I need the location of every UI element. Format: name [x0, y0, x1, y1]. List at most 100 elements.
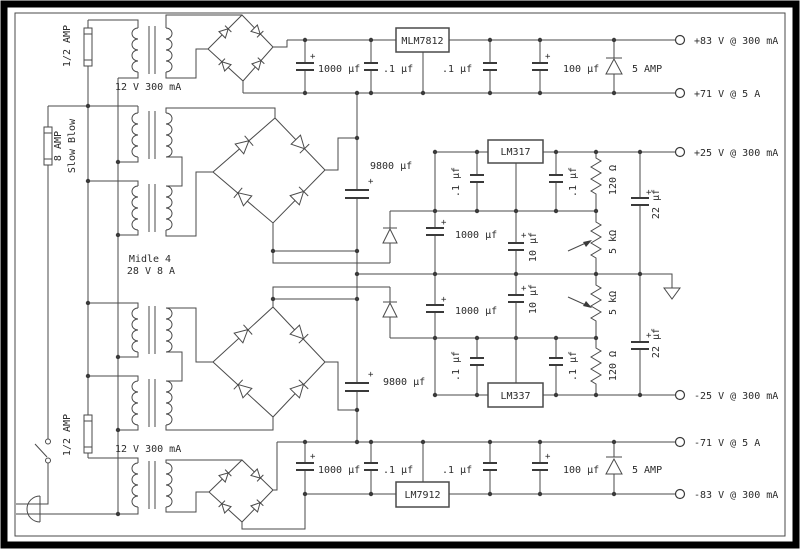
- filter-column: 9800 µf 9800 µf + +: [345, 93, 425, 442]
- pot-wiper-top: [567, 240, 592, 252]
- polarity-plus: +: [441, 218, 447, 228]
- regulator-lm317-label: LM317: [500, 147, 530, 158]
- transformer-3: [88, 171, 213, 237]
- polarity-plus: +: [521, 231, 527, 241]
- regulator-7912-label: LM7912: [404, 490, 440, 501]
- polarity-plus: +: [545, 452, 551, 462]
- terminal-71p: [674, 87, 686, 99]
- bridge-rectifier-2: [212, 117, 390, 264]
- fuse-8amp: [43, 126, 53, 166]
- transformer-bottom-rating: 12 V 300 mA: [115, 444, 181, 455]
- diode-lm317: [382, 211, 398, 263]
- output-label-25p: +25 V @ 300 mA: [694, 148, 778, 159]
- fuse-8amp-label: 8 AMP: [53, 131, 64, 161]
- junction-dots: [85, 37, 643, 517]
- regulator-7812-label: MLM7812: [401, 36, 443, 47]
- pot-label: 5 kΩ: [608, 291, 619, 315]
- polarity-plus: +: [310, 52, 316, 62]
- fuse-half-amp-top: [83, 27, 93, 67]
- terminal-25p: [674, 146, 686, 158]
- bridge-rectifier-4: [208, 442, 306, 530]
- bottom-rail-section: LM7912 1000 µf .1 µf .1 µf 100 µf 5 AMP …: [277, 441, 676, 508]
- cap-label: .1 µf: [568, 167, 579, 197]
- fuse-half-top-label: 1/2 AMP: [62, 25, 73, 67]
- cap-label: .1 µf: [451, 167, 462, 197]
- cap-label: 9800 µf: [370, 161, 412, 172]
- common-rail: [357, 273, 681, 300]
- ac-plug-icon: [26, 495, 41, 523]
- fuse-half-amp-bottom: [83, 414, 93, 454]
- transformer-1: [88, 14, 242, 79]
- polarity-plus: +: [521, 284, 527, 294]
- cap-label: 100 µf: [563, 64, 599, 75]
- cap-label: 100 µf: [563, 465, 599, 476]
- polarity-plus: +: [310, 452, 316, 462]
- polarity-plus: +: [368, 370, 374, 380]
- terminal-25n: [674, 389, 686, 401]
- transformer-6: [88, 457, 242, 515]
- bridge-rectifier-1: [207, 14, 288, 93]
- polarity-plus: +: [368, 177, 374, 187]
- output-label-83p: +83 V @ 300 mA: [694, 36, 778, 47]
- resistor-120-top: [590, 152, 602, 211]
- ac-input-section: 1/2 AMP 8 AMP Slow Blow 1/2 AMP: [16, 20, 139, 523]
- cap-label: 1000 µf: [318, 465, 360, 476]
- transformers: 12 V 300 mA Midle 4 28 V 8 A 12 V 300 mA: [88, 14, 276, 515]
- fuse-8amp-label2: Slow Blow: [67, 118, 78, 173]
- transformer-top-rating: 12 V 300 mA: [115, 82, 181, 93]
- transformer-2: [118, 107, 276, 187]
- output-label-71n: -71 V @ 5 A: [694, 438, 760, 449]
- regulator-7812-box: [395, 27, 450, 53]
- output-label-71p: +71 V @ 5 A: [694, 89, 760, 100]
- terminal-83p: [674, 34, 686, 46]
- power-switch: [34, 438, 51, 464]
- resistor-label: 120 Ω: [608, 165, 619, 195]
- lm317-section: LM317 1000 µf 10 µf .1 µf .1 µf 120 Ω 5 …: [382, 139, 676, 274]
- cap-label: 22 µf: [651, 189, 662, 219]
- transformer-mid-rating: 28 V 8 A: [127, 266, 175, 277]
- cap-label: 10 µf: [528, 232, 539, 262]
- resistor-120-bottom: [590, 338, 602, 395]
- pot-5k-bottom: [590, 274, 602, 338]
- cap-label: .1 µf: [442, 465, 472, 476]
- polarity-plus: +: [646, 331, 652, 341]
- transformer-4: [88, 302, 213, 382]
- polarity-plus: +: [545, 52, 551, 62]
- bridge-rectifier-3: [212, 286, 390, 418]
- pot-5k-top: [590, 211, 602, 274]
- cap-label: .1 µf: [442, 64, 472, 75]
- diode-label: 5 AMP: [632, 64, 662, 75]
- cap-label: .1 µf: [451, 351, 462, 381]
- protection-diode-top: [605, 40, 623, 93]
- fuse-half-bottom-label: 1/2 AMP: [62, 414, 73, 456]
- transformer-mid-name: Midle 4: [129, 254, 171, 265]
- polarity-plus: +: [441, 295, 447, 305]
- cap-label: .1 µf: [383, 64, 413, 75]
- cap-label: 1000 µf: [455, 230, 497, 241]
- cap-label: 9800 µf: [383, 377, 425, 388]
- cap-label: 1000 µf: [455, 306, 497, 317]
- protection-diode-bottom: [605, 442, 623, 494]
- diode-label: 5 AMP: [632, 465, 662, 476]
- cap-label: .1 µf: [383, 465, 413, 476]
- terminal-71n: [674, 436, 686, 448]
- ground-icon: [663, 287, 681, 300]
- pot-wiper-bottom: [567, 296, 592, 308]
- regulator-lm337-label: LM337: [500, 391, 530, 402]
- cap-label: 22 µf: [651, 328, 662, 358]
- cap-label: .1 µf: [568, 351, 579, 381]
- top-rail-section: MLM7812 1000 µf .1 µf .1 µf 100 µf 5 AMP…: [243, 27, 676, 94]
- output-terminals: +83 V @ 300 mA +71 V @ 5 A +25 V @ 300 m…: [674, 34, 778, 501]
- cap-label: 10 µf: [528, 284, 539, 314]
- transformer-5: [88, 375, 274, 431]
- polarity-plus: +: [646, 188, 652, 198]
- diode-lm337: [382, 287, 398, 338]
- lm337-section: LM337 1000 µf 10 µf .1 µf .1 µf 120 Ω 5 …: [382, 274, 676, 408]
- terminal-83n: [674, 488, 686, 500]
- resistor-label: 120 Ω: [608, 351, 619, 381]
- output-label-25n: -25 V @ 300 mA: [694, 391, 778, 402]
- output-label-83n: -83 V @ 300 mA: [694, 490, 778, 501]
